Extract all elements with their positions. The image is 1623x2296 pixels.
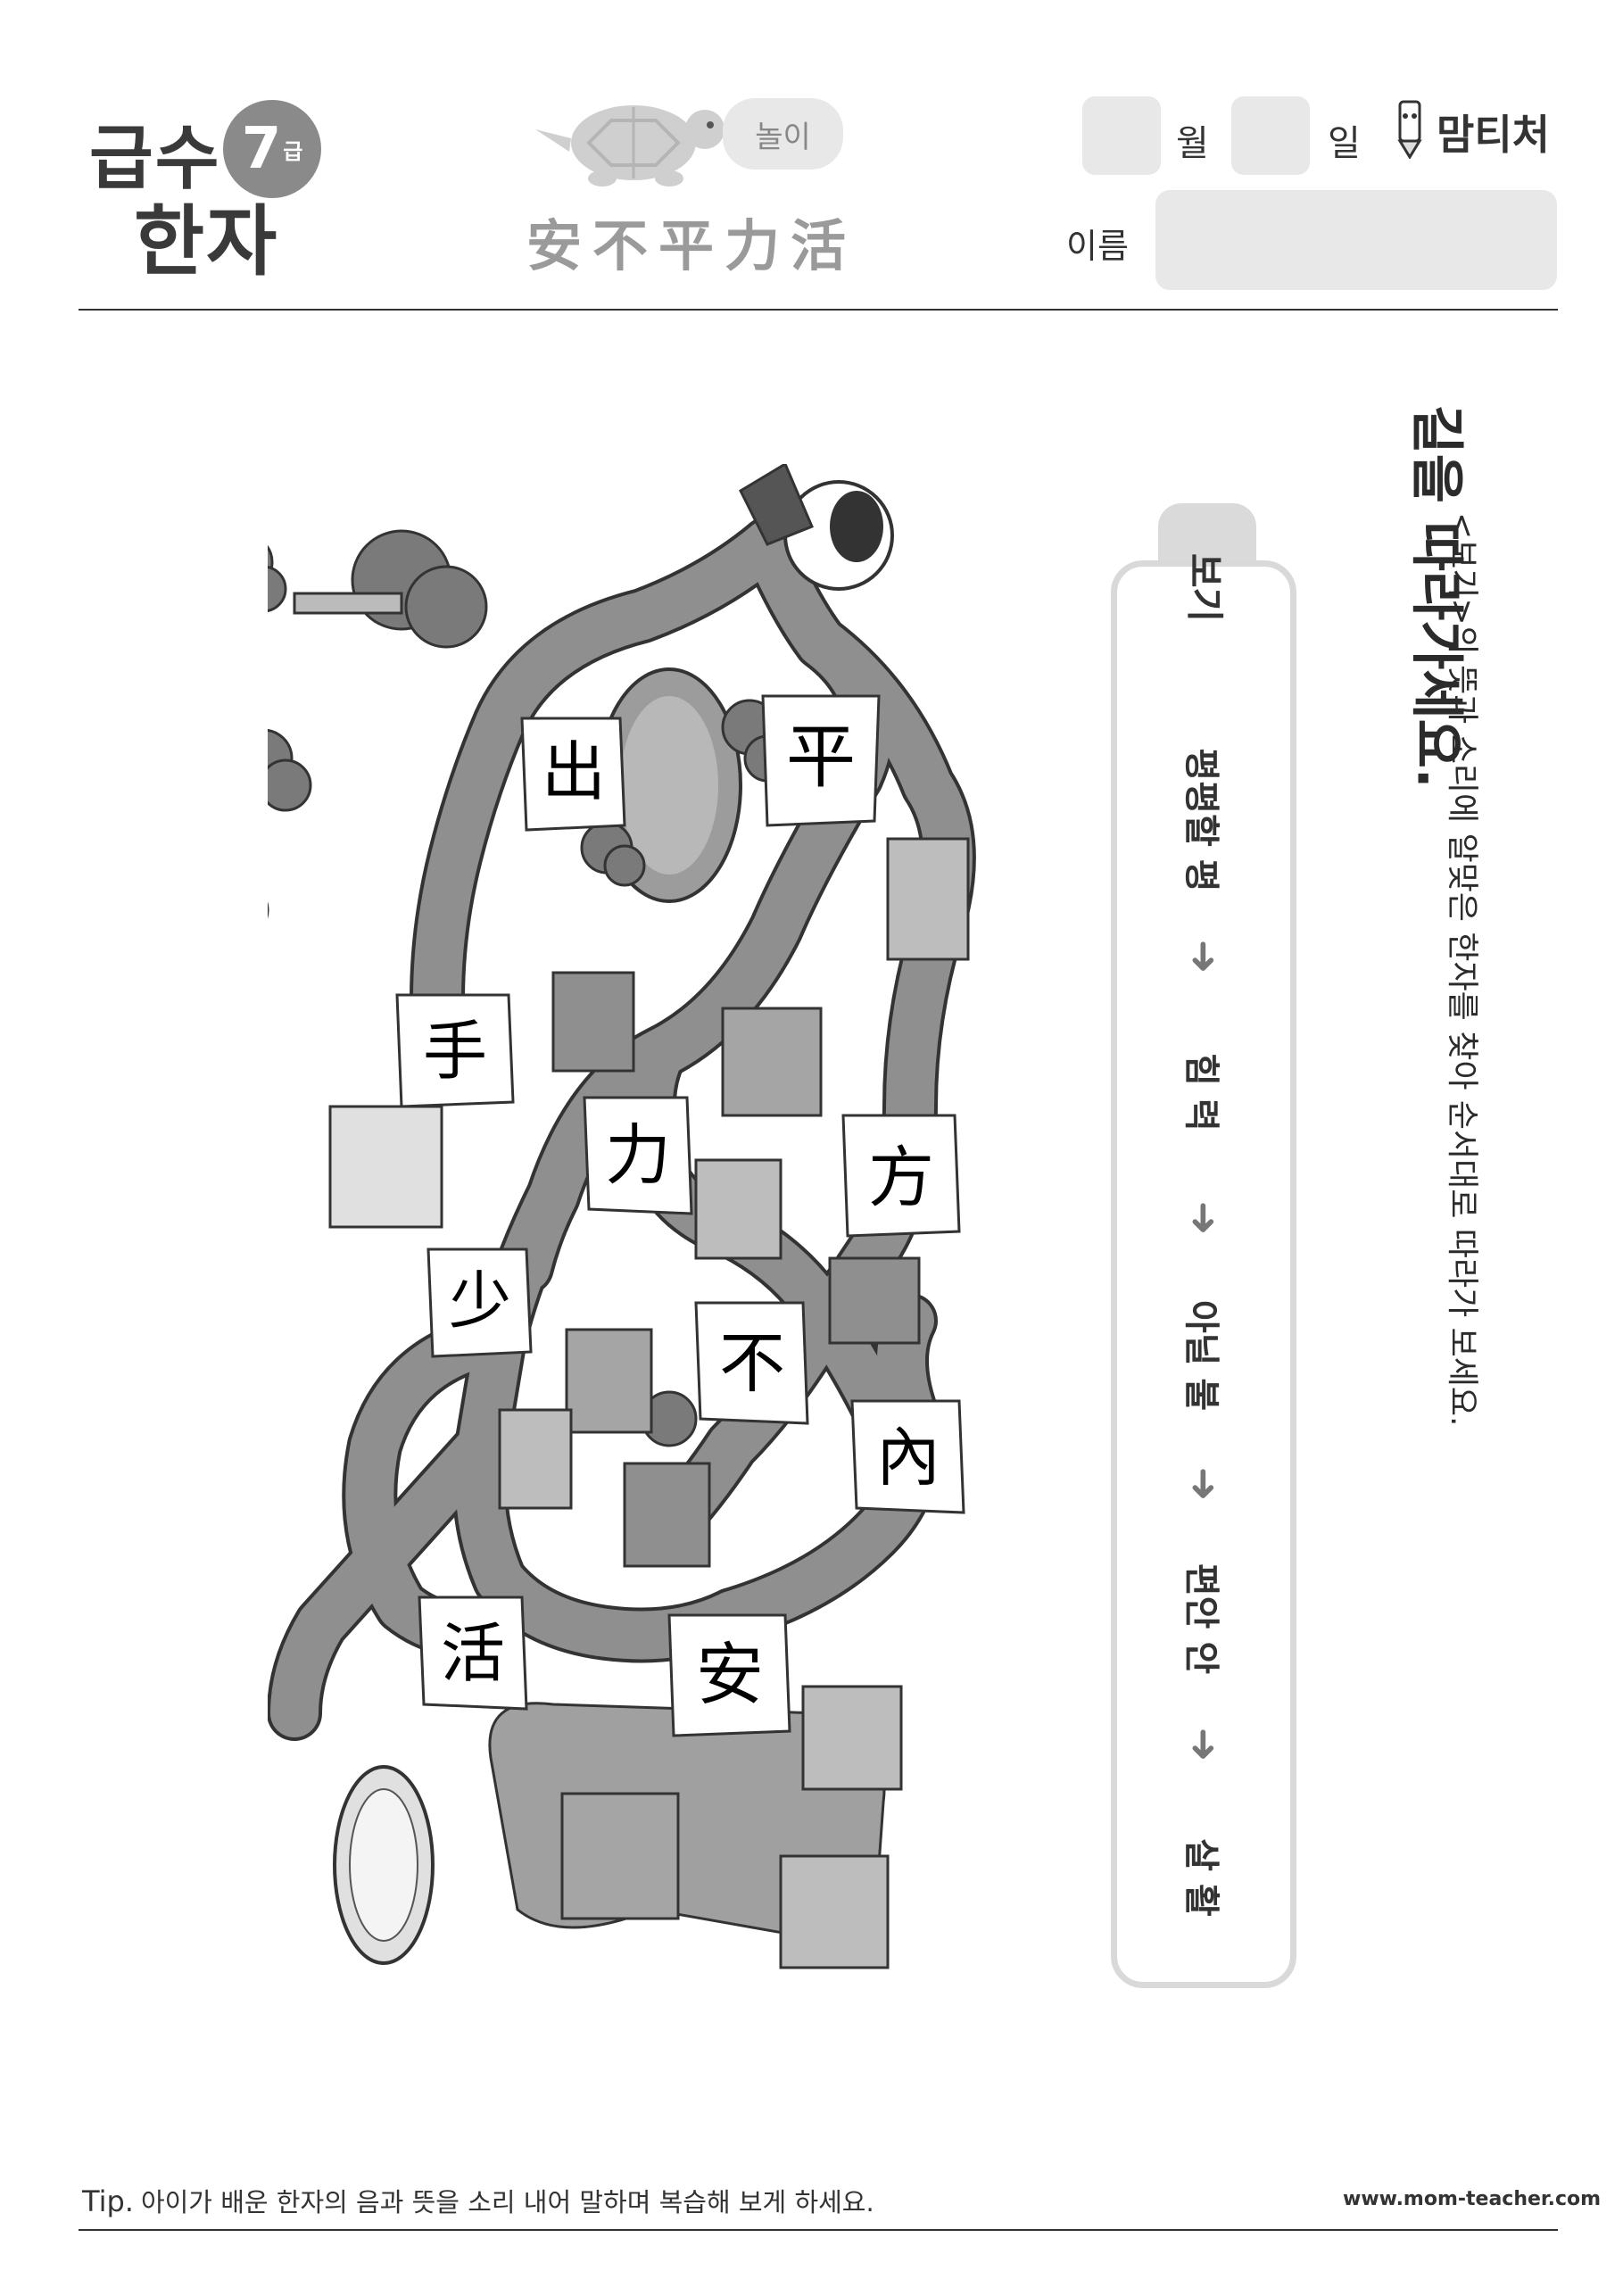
brand-logo: 맘티처: [1437, 111, 1550, 159]
example-box: [1111, 560, 1296, 1988]
sign-2-char: 出: [542, 734, 606, 809]
example-step-2: 힘 력: [1180, 1053, 1221, 1131]
tip-text: Tip.아이가 배운 한자의 음과 뜻을 소리 내어 말하며 복습해 보게 하세…: [82, 2182, 874, 2219]
down-arrow-icon: ➜: [1180, 1727, 1229, 1762]
buildings: [328, 837, 970, 1969]
logo-top-text: 급수: [89, 119, 221, 199]
sign-6[interactable]: 少: [426, 1247, 533, 1358]
sign-4[interactable]: 力: [583, 1096, 693, 1215]
example-step-1: 평평할 평: [1180, 748, 1221, 892]
footer-divider: [79, 2229, 1558, 2231]
day-label: 일: [1328, 123, 1361, 164]
sign-5[interactable]: 方: [841, 1114, 961, 1238]
sign-7[interactable]: 不: [694, 1301, 809, 1425]
example-step-4: 편안 안: [1180, 1562, 1221, 1675]
month-label: 월: [1176, 123, 1209, 164]
example-step-5: 살 활: [1180, 1838, 1221, 1917]
sign-10-char: 安: [696, 1635, 764, 1714]
logo-bottom-text: 한자: [134, 197, 279, 286]
maze-map: 平 出 手 力 方 少 不 內: [268, 464, 981, 1969]
sign-10[interactable]: 安: [667, 1613, 791, 1737]
sign-9-char: 活: [441, 1616, 505, 1691]
sign-7-char: 不: [719, 1325, 785, 1402]
example-tab-label: 보기: [1182, 552, 1227, 623]
sign-8[interactable]: 內: [850, 1399, 965, 1514]
turtle-icon: [535, 105, 725, 186]
name-field[interactable]: [1155, 190, 1557, 290]
header-divider: [79, 309, 1558, 311]
instruction-text: <보기>의 뜻과 소리에 알맞은 한자를 찾아 순서대로 따라가 보세요.: [1444, 512, 1480, 1427]
sign-3-char: 手: [423, 1014, 487, 1089]
hanja-list: 安不平力活: [526, 213, 857, 278]
sign-6-char: 少: [449, 1264, 511, 1338]
sign-8-char: 內: [876, 1420, 940, 1495]
tip-label: Tip.: [82, 2184, 134, 2218]
day-field[interactable]: [1231, 96, 1310, 175]
month-field[interactable]: [1082, 96, 1161, 175]
sign-3[interactable]: 手: [395, 993, 515, 1108]
example-step-3: 아닐 불: [1180, 1299, 1221, 1412]
down-arrow-icon: ➜: [1180, 1200, 1229, 1236]
tip-body: 아이가 배운 한자의 음과 뜻을 소리 내어 말하며 복습해 보게 하세요.: [140, 2187, 874, 2217]
sign-2[interactable]: 出: [520, 717, 626, 832]
sign-1[interactable]: 平: [761, 694, 881, 827]
cat-mascot-icon: [739, 464, 894, 591]
play-badge: 놀이: [723, 98, 843, 170]
website-link[interactable]: www.mom-teacher.com: [1343, 2188, 1602, 2210]
down-arrow-icon: ➜: [1180, 939, 1229, 974]
down-arrow-icon: ➜: [1180, 1466, 1229, 1502]
sign-5-char: 方: [868, 1140, 934, 1216]
grade-unit: 급: [283, 138, 303, 164]
sign-1-char: 平: [786, 717, 856, 798]
sign-layer: 平 出 手 力 方 少 不 內: [395, 694, 965, 1737]
name-label: 이름: [1066, 227, 1129, 266]
sign-4-char: 力: [605, 1117, 671, 1194]
pond-water: [620, 696, 718, 874]
grade-number: 7: [241, 116, 282, 182]
pencil-mascot-icon: [1397, 100, 1422, 159]
sign-9[interactable]: 活: [418, 1596, 528, 1711]
